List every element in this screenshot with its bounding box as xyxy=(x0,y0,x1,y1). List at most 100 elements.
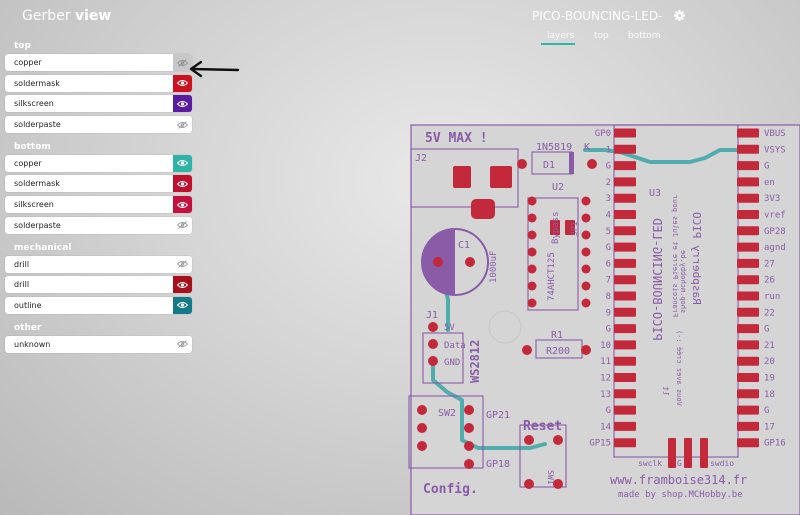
pico-pin-right-label: vref xyxy=(764,211,786,221)
pico-pin-right-label: 26 xyxy=(764,276,775,286)
pico-pad-right xyxy=(737,324,759,334)
pico-pin-left-label: G xyxy=(606,243,611,253)
eye-icon[interactable] xyxy=(173,296,192,314)
pico-pad-left xyxy=(614,307,636,317)
component-pad xyxy=(524,479,534,489)
tab-layers[interactable]: layers xyxy=(547,31,575,41)
k-label: K xyxy=(584,142,590,153)
layer-row-top-soldermask[interactable]: soldermask xyxy=(5,74,192,92)
pico-pad-right xyxy=(737,128,759,138)
pico-pad-right xyxy=(737,275,759,285)
layer-row-top-silkscreen[interactable]: silkscreen xyxy=(5,95,192,113)
tab-top[interactable]: top xyxy=(594,31,609,41)
sw1-outline xyxy=(519,424,567,488)
component-pad xyxy=(428,322,438,332)
pico-pin-right-label: VSYS xyxy=(764,145,786,155)
layer-row-top-copper[interactable]: copper xyxy=(5,54,192,71)
pico-pin-labels: GP01G2345G6789G10111213G14GP15VBUSVSYSGe… xyxy=(589,129,785,449)
u2-pad xyxy=(527,281,537,291)
smd-pads xyxy=(453,166,708,468)
layer-row-other-unknown[interactable]: unknown xyxy=(5,335,192,353)
j1-label: J1 xyxy=(426,310,438,321)
eye-slash-icon[interactable] xyxy=(173,116,192,134)
pico-pad-right xyxy=(737,307,759,317)
credit-line-4: lt xyxy=(661,386,670,396)
component-pad xyxy=(465,257,475,267)
rpi-label-mirrored: Raspberry PICO xyxy=(690,212,703,305)
eye-icon[interactable] xyxy=(173,95,192,113)
pico-pad-right xyxy=(737,421,759,431)
eye-icon[interactable] xyxy=(173,74,192,92)
pico-pad-left xyxy=(614,389,636,399)
pico-pad-right xyxy=(737,161,759,171)
eye-slash-icon[interactable] xyxy=(173,54,192,71)
r1-label: R1 xyxy=(551,330,563,341)
u3-label: U3 xyxy=(649,188,661,199)
r200-label: R200 xyxy=(546,346,570,357)
pico-pin-right-label: 18 xyxy=(764,390,775,400)
pico-pin-left-label: G xyxy=(606,406,611,416)
pico-pad-right xyxy=(737,356,759,366)
j2-outline xyxy=(410,148,519,208)
pico-pin-right-label: agnd xyxy=(764,243,786,253)
pico-pad-right xyxy=(737,258,759,268)
eye-slash-icon[interactable] xyxy=(173,335,192,353)
pico-pad-left xyxy=(614,356,636,366)
pico-pad-right xyxy=(737,210,759,219)
j2-label: J2 xyxy=(415,153,427,164)
pico-pad-left xyxy=(614,161,636,171)
eye-icon[interactable] xyxy=(173,175,192,193)
layer-row-top-solderpaste[interactable]: solderpaste xyxy=(5,116,192,134)
layer-row-bottom-silkscreen[interactable]: silkscreen xyxy=(5,196,192,214)
layer-row-bottom-solderpaste[interactable]: solderpaste xyxy=(5,216,192,234)
eye-icon[interactable] xyxy=(173,154,192,172)
credit-line-1: Francois Pierre et Jules pour xyxy=(671,195,679,317)
component-pad xyxy=(517,159,527,169)
layer-label: solderpaste xyxy=(14,120,61,130)
pico-pin-right-label: GP28 xyxy=(764,227,786,237)
pico-pin-left-label: GP0 xyxy=(595,129,611,139)
pico-pin-right-label: 19 xyxy=(764,374,775,384)
section-heading-top: top xyxy=(14,41,31,51)
pico-pad-right xyxy=(737,193,759,203)
sw2-label: SW2 xyxy=(438,408,456,419)
layer-row-mechanical-drill[interactable]: drill xyxy=(5,276,192,294)
pico-pin-right-label: 3V3 xyxy=(764,194,780,204)
layer-row-mechanical-outline[interactable]: outline xyxy=(5,296,192,314)
pcb-board[interactable]: GP01G2345G6789G10111213G14GP15VBUSVSYSGe… xyxy=(396,118,800,515)
section-heading-bottom: bottom xyxy=(14,141,51,152)
gear-icon[interactable] xyxy=(674,10,685,21)
component-pad xyxy=(464,405,474,415)
component-pad xyxy=(524,435,534,445)
eye-slash-icon[interactable] xyxy=(173,216,192,234)
eye-icon[interactable] xyxy=(173,196,192,214)
j1-pin-5v: 5V xyxy=(444,323,455,333)
pico-pin-right-label: en xyxy=(764,178,775,188)
eye-slash-icon[interactable] xyxy=(173,255,192,273)
layer-row-bottom-soldermask[interactable]: soldermask xyxy=(5,175,192,193)
component-pad xyxy=(464,441,474,451)
u2-pad xyxy=(527,264,537,274)
eye-icon[interactable] xyxy=(173,276,192,294)
layer-row-mechanical-drill[interactable]: drill xyxy=(5,255,192,273)
u2-pad xyxy=(527,213,537,223)
debug-g: G xyxy=(677,459,682,468)
u2-pad xyxy=(581,230,591,240)
pico-pad-left xyxy=(614,373,636,382)
board-name-mirrored: PICO-BOUNCING-LED xyxy=(650,218,664,341)
bypass-label: Bypass xyxy=(551,211,561,244)
madeby-label: made by shop.MCHobby.be xyxy=(618,490,743,500)
tab-bottom[interactable]: bottom xyxy=(628,31,661,41)
section-heading-mechanical: mechanical xyxy=(14,242,72,253)
pico-pin-left-label: 8 xyxy=(606,292,611,302)
component-pad xyxy=(464,459,474,469)
d1-label: D1 xyxy=(543,160,555,171)
pico-pin-right-label: 27 xyxy=(764,259,775,269)
layer-row-bottom-copper[interactable]: copper xyxy=(5,154,192,172)
pico-pin-left-label: 4 xyxy=(606,211,611,221)
pico-pin-right-label: GP16 xyxy=(764,439,786,449)
pico-pad-left xyxy=(614,340,636,350)
gp18-label: GP18 xyxy=(486,459,510,470)
pico-pin-left-label: 11 xyxy=(600,357,611,367)
pico-pin-left-label: 5 xyxy=(606,227,611,237)
